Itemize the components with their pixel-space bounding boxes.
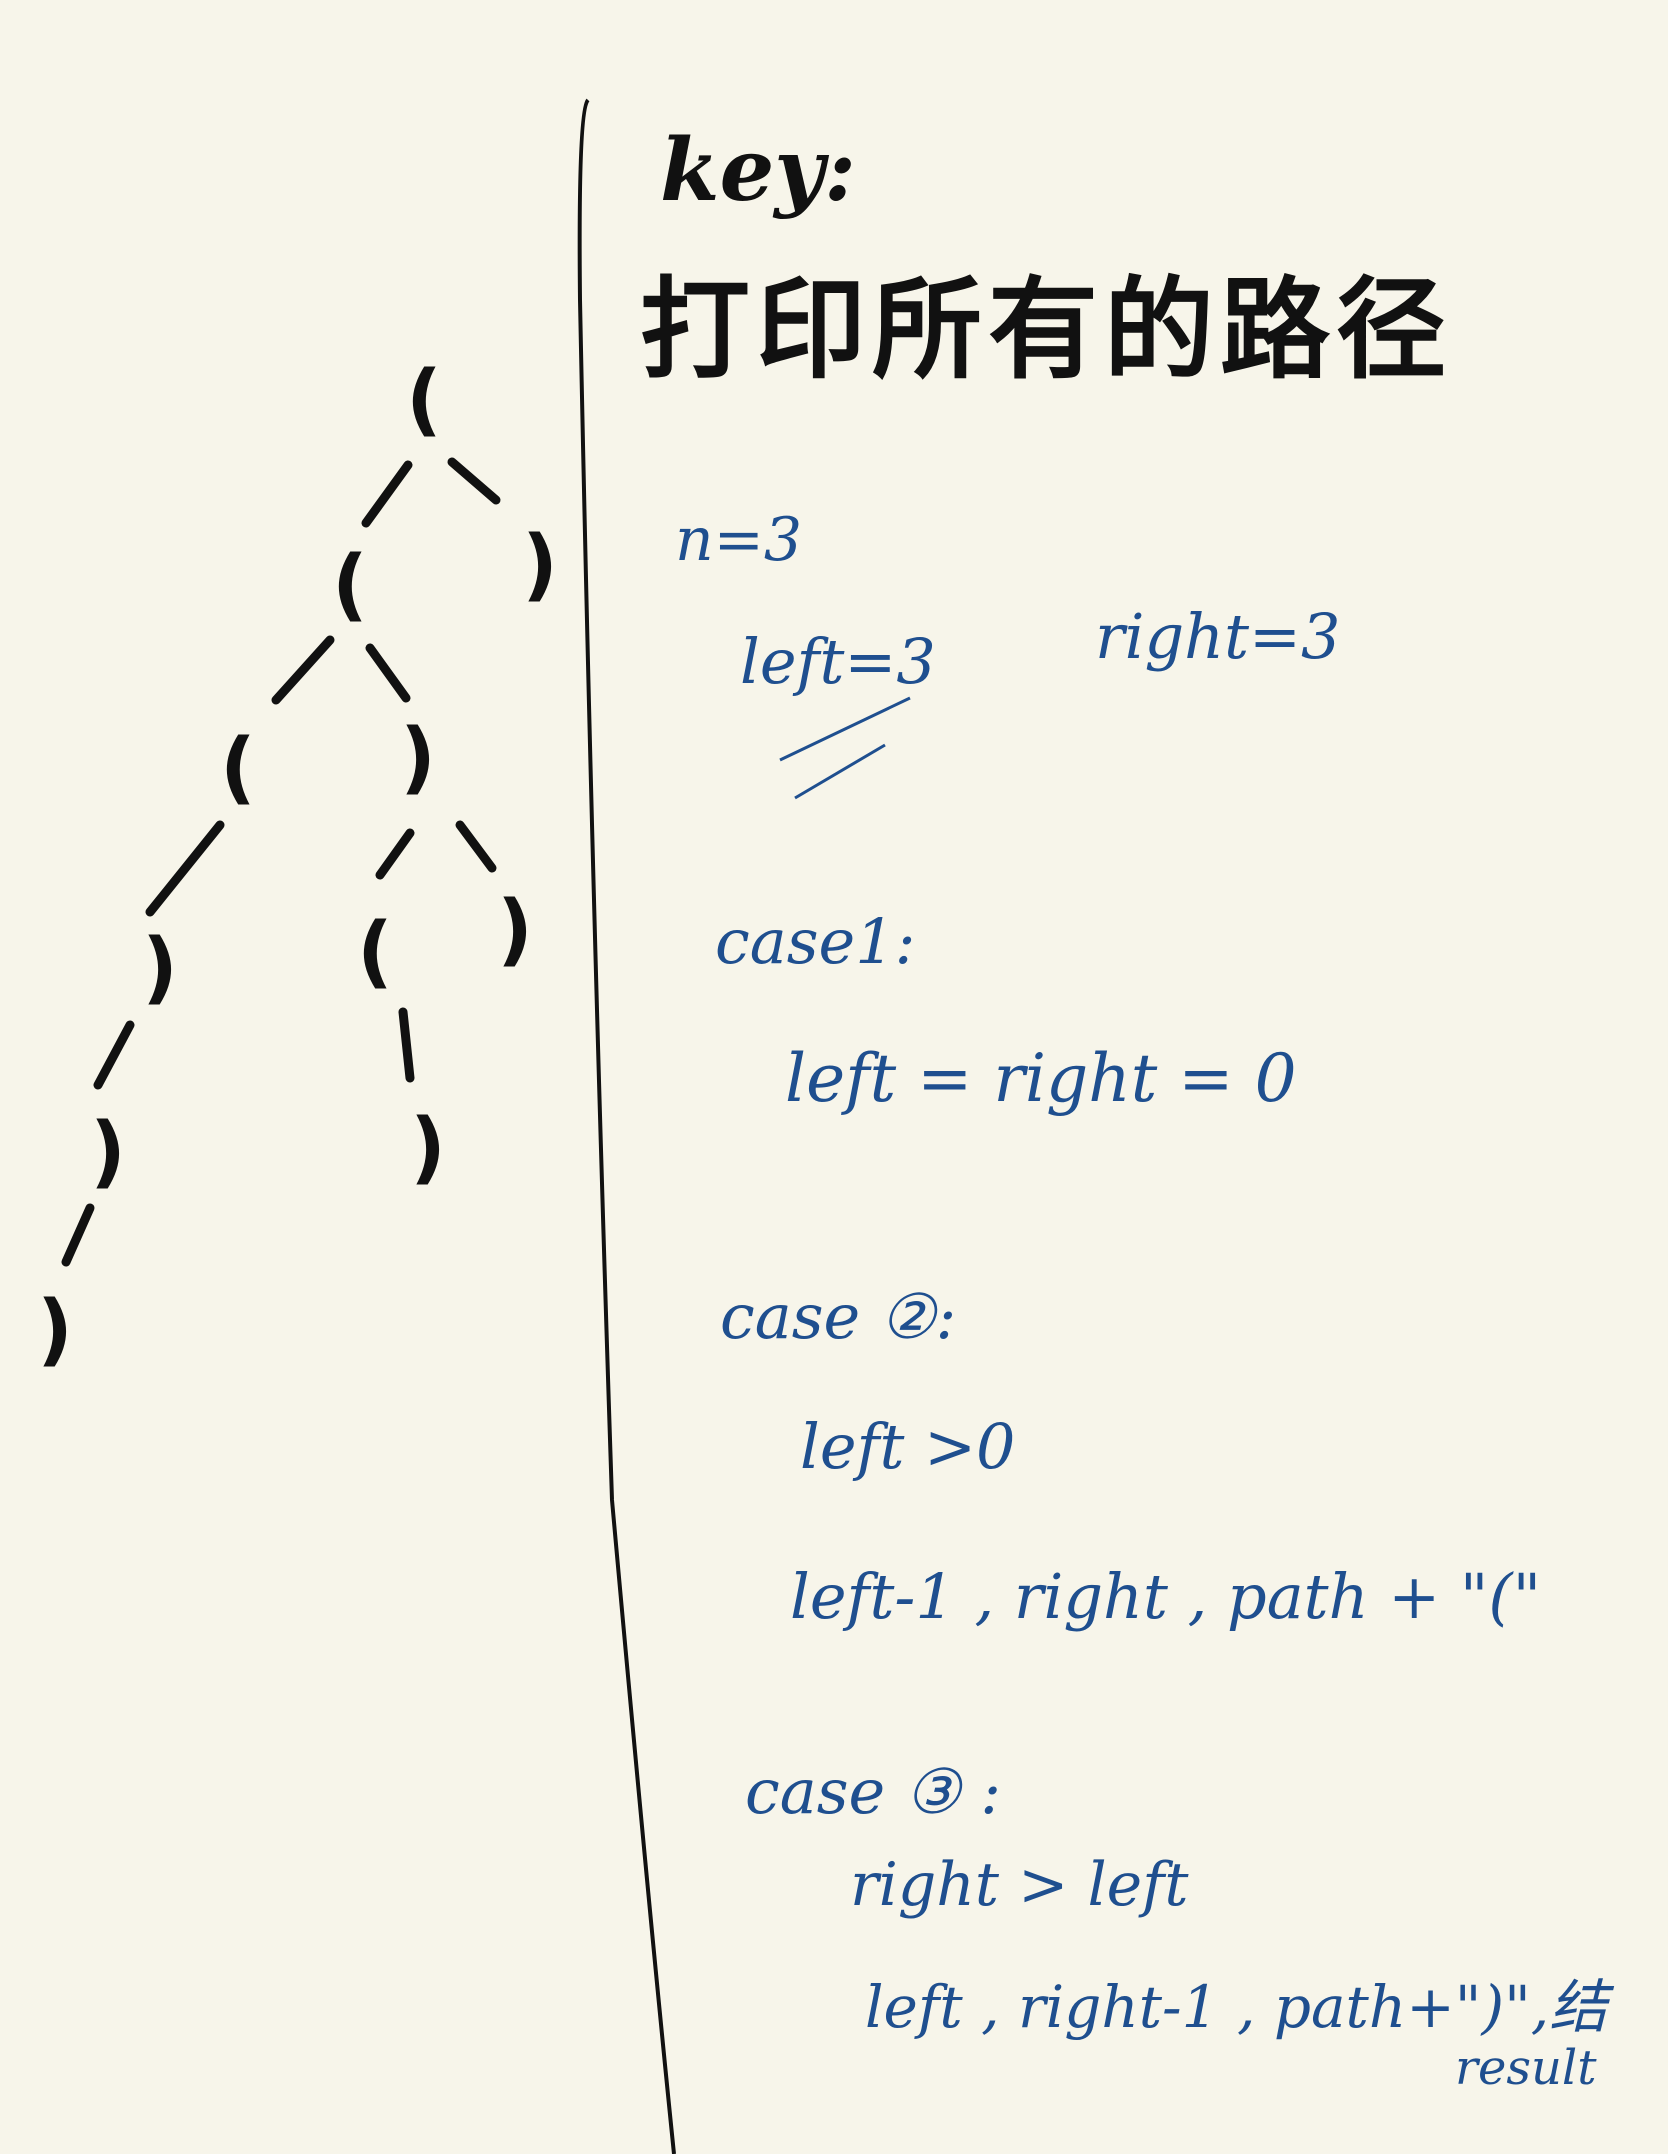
underline-stroke xyxy=(794,743,886,800)
edge xyxy=(93,1020,135,1090)
tree-node-open: ( xyxy=(220,723,256,813)
key-label: key: xyxy=(660,120,857,221)
case2-label: case ②: xyxy=(720,1280,957,1353)
case2-call: left-1 , right , path + "(" xyxy=(790,1560,1542,1633)
edge xyxy=(271,635,335,705)
edge xyxy=(447,457,501,505)
tree-node-close: ) xyxy=(522,520,558,610)
edge xyxy=(365,643,411,703)
edge xyxy=(361,460,413,528)
edge xyxy=(145,820,225,917)
tree-node-open: ( xyxy=(406,355,442,445)
case3-condition: right > left xyxy=(850,1850,1189,1920)
note-right: right=3 xyxy=(1095,600,1341,673)
tree-node-close: ) xyxy=(37,1285,73,1375)
edge xyxy=(61,1203,95,1267)
edge xyxy=(398,1007,415,1083)
case3-result: result xyxy=(1455,2040,1597,2096)
tree-node-open: ( xyxy=(357,907,393,997)
note-n: n=3 xyxy=(675,505,803,575)
case1-condition: left = right = 0 xyxy=(785,1040,1297,1117)
tree-node-close: ) xyxy=(497,885,533,975)
case2-condition: left >0 xyxy=(800,1410,1016,1483)
case3-call: left , right-1 , path+")",结 xyxy=(865,1973,1608,2041)
underline-stroke xyxy=(779,696,911,762)
page-title: 打印所有的路径 xyxy=(640,265,1452,394)
note-left: left=3 xyxy=(740,625,936,698)
case1-label: case1: xyxy=(715,905,916,978)
tree-node-close: ) xyxy=(142,923,178,1013)
tree-node-open: ( xyxy=(332,540,368,630)
case3-label: case ③ : xyxy=(745,1755,1002,1828)
divider-line xyxy=(577,98,676,2154)
tree-node-close: ) xyxy=(90,1107,126,1197)
edge xyxy=(455,820,497,873)
tree-node-close: ) xyxy=(400,713,436,803)
edge xyxy=(375,828,415,880)
tree-node-close: ) xyxy=(410,1103,446,1193)
